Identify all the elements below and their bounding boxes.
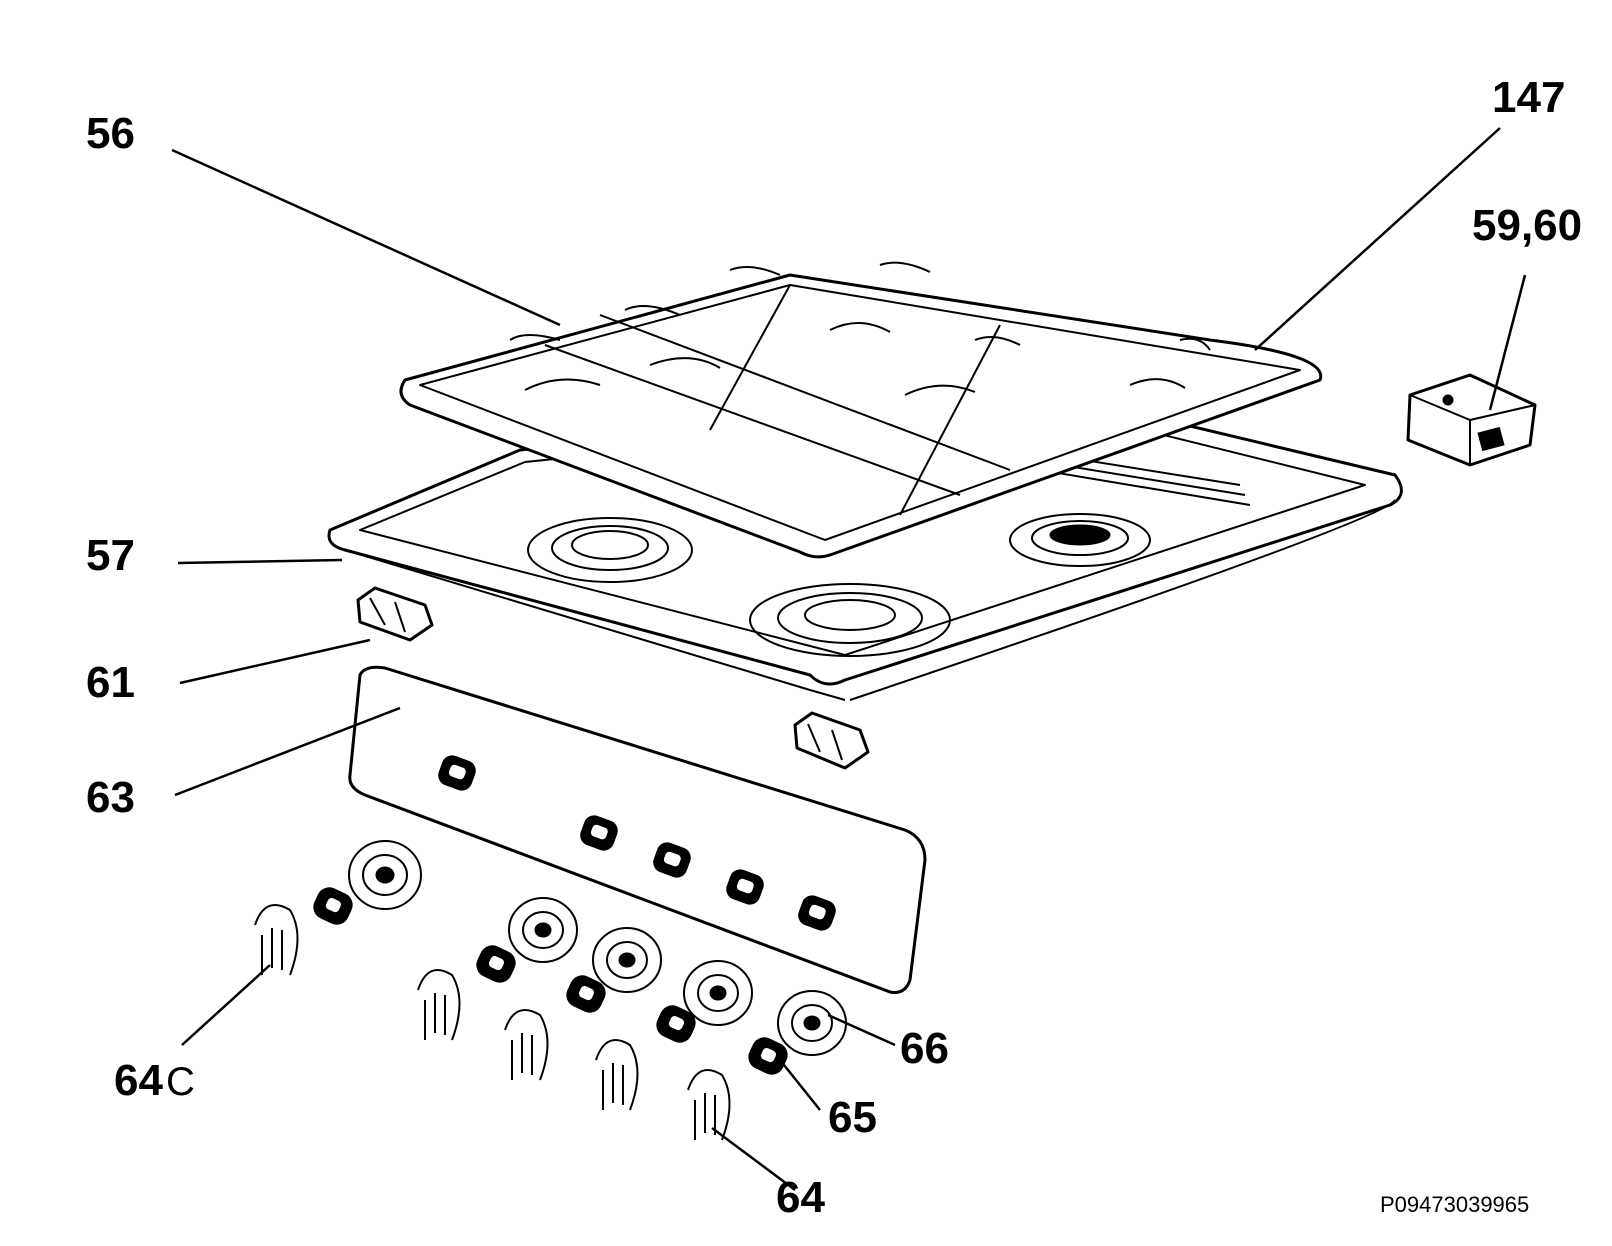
callout-64c-suffix: C: [166, 1060, 195, 1104]
callout-65: 65: [828, 1093, 877, 1142]
control-panel: [348, 665, 927, 994]
callout-59-60: 59,60: [1472, 201, 1582, 250]
callout-64: 64: [776, 1173, 825, 1222]
knob-washers: [348, 840, 847, 1056]
control-knob-parts: [254, 840, 847, 1141]
callout-56: 56: [86, 109, 135, 158]
callout-61: 61: [86, 658, 135, 707]
burner-right: [1009, 513, 1151, 567]
panel-knob-holes: [438, 755, 836, 931]
callout-64c-number: 64: [114, 1056, 163, 1105]
callout-147: 147: [1492, 73, 1565, 122]
burner-front-left: [527, 517, 693, 583]
callout-labels: 56 147 59,60 57 61 63 64 C 66 65 64: [86, 73, 1582, 1222]
callout-57: 57: [86, 531, 135, 580]
panel-clip-right: [793, 711, 870, 770]
panel-clip-left: [356, 586, 434, 642]
leader-lines: [171, 127, 1527, 1192]
burner-front-center: [749, 583, 951, 657]
reference-code: P09473039965: [1380, 1192, 1529, 1217]
callout-66: 66: [900, 1024, 949, 1073]
pan-support-grid: [399, 261, 1323, 559]
ignition-unit: [1406, 373, 1537, 467]
callout-63: 63: [86, 773, 135, 822]
control-knobs: [254, 904, 731, 1141]
knob-bushes: [313, 887, 788, 1075]
